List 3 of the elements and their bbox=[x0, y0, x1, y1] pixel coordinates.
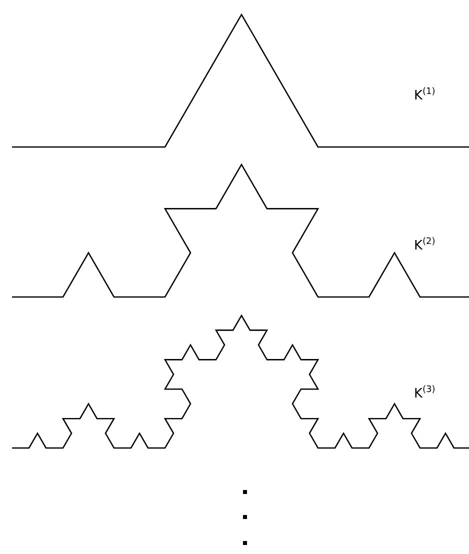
curve-label: K$^{(3)}$ bbox=[414, 386, 436, 400]
curve-label: K$^{(1)}$ bbox=[414, 88, 436, 102]
curve-label: K$^{(2)}$ bbox=[414, 238, 436, 252]
